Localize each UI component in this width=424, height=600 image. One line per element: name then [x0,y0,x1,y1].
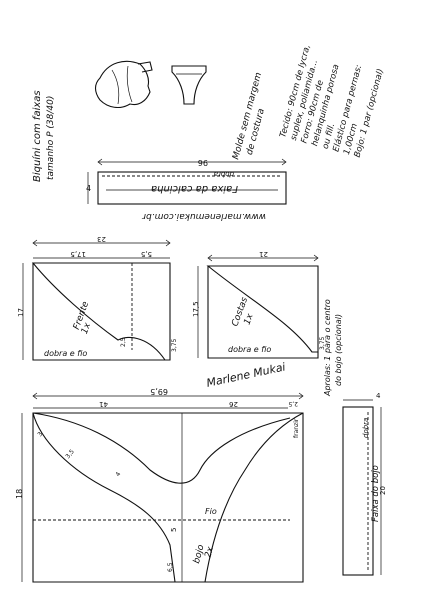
website-credit: www.marlenemukai.com.br [141,211,266,221]
front-small: 2,5 [120,337,127,347]
cup-name: bojo [192,543,207,565]
cup-grain: Fio [205,507,217,516]
band-fold-label: dobra [214,170,234,178]
cup-band-outline [342,406,374,576]
back-outline [206,265,319,353]
front-outline [31,262,171,361]
cup-note-line-1: Aprolas: 1 para o centro [323,299,332,397]
cup-note-line-2: do bojo (opcional) [334,314,343,386]
front-crotch: 3,75 [171,338,178,352]
back-qty: 1x [242,312,255,326]
cup-band-piece: 4 20 dobra Faixa do bojo [342,392,387,576]
front-width-b: 5,5 [141,250,152,258]
band-name-label: Faixa da calcinha [151,183,238,194]
seam-note: Molde sem margem de costura [231,71,267,160]
band-piece: 96 4 dobra Faixa da calcinha [86,158,287,205]
back-height: 17,5 [192,301,200,317]
cup-height: 18 [15,489,24,499]
back-piece: 21 17,5 3,75 Costas 1x dobra e fio [192,250,326,359]
title-block: Biquíni com faixas tamanho P (38/40) [31,90,56,182]
title-line-2: tamanho P (38/40) [46,96,56,180]
cup-franzir: franzir [293,418,300,438]
cup-band-height: 4 [376,392,381,400]
cup-outline [32,412,304,583]
cup-inner: 5 [170,528,178,532]
back-width: 21 [259,250,268,258]
front-height: 17 [17,308,25,317]
band-height-label: 4 [86,184,91,193]
cup-band-fold: dobra [362,418,370,438]
cup-piece: 69,5 41 26 2,5 18 6,5 5 3 3,5 4 Fio bojo… [15,387,304,583]
front-fold: dobra e fio [44,349,87,358]
cup-qty: 2x [204,545,217,559]
back-fold: dobra e fio [228,345,271,354]
cup-mid: 4 [114,471,122,478]
bikini-sketch [94,60,207,109]
front-width-a: 17,5 [70,250,86,258]
band-length-label: 96 [198,158,208,167]
author-signature: Marlene Mukai [205,360,286,389]
front-piece: 23 17,5 5,5 17 3,75 2,5 Frente 1x dobra … [17,235,178,361]
cup-band-label: Faixa do bojo [371,465,381,522]
cup-bottom: 6,5 [167,562,174,572]
cup-end: 2,5 [288,400,298,407]
cup-band-length: 20 [379,486,387,495]
front-qty: 1x [80,321,93,335]
cup-top-small: 3 [36,431,44,439]
cup-note: Aprolas: 1 para o centro do bojo (opcion… [323,299,343,397]
cup-curve: 3,5 [64,448,76,460]
materials-block: Tecido: 90cm de lycra, suplex, poliamida… [278,44,386,159]
cup-left-width: 41 [99,400,108,408]
band-outline [97,171,287,205]
front-total-width: 23 [97,235,106,243]
back-crotch: 3,75 [319,336,326,350]
cup-right-width: 26 [229,400,238,408]
title-line-1: Biquíni com faixas [31,90,43,182]
cup-total: 69,5 [150,387,168,396]
